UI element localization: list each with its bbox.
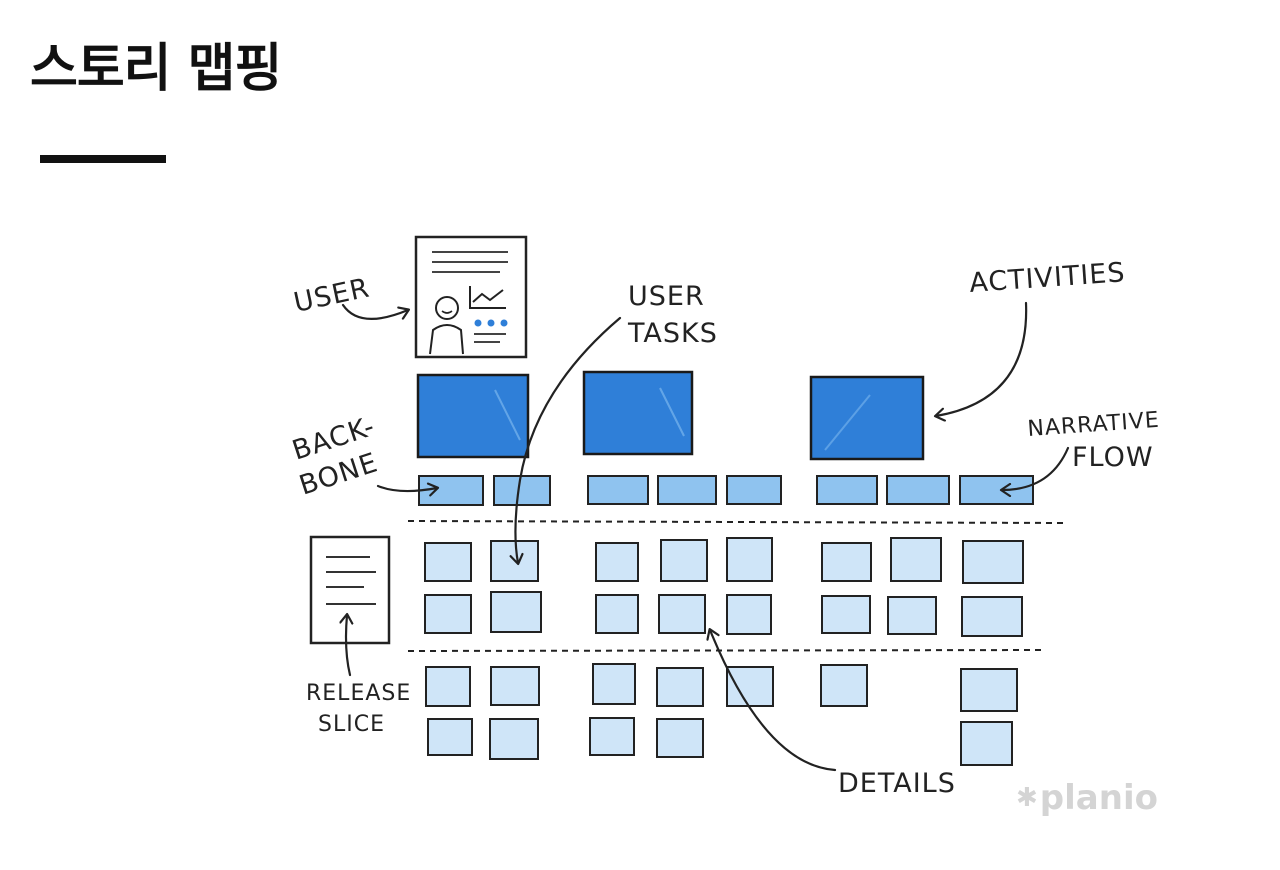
label-details: DETAILS [838,768,956,799]
label-user-tasks-1: USER [628,281,705,312]
detail-card [592,663,636,705]
activity-card [416,373,530,459]
detail-card [726,666,774,707]
task-card [886,475,950,505]
detail-card [890,537,942,582]
detail-card [962,540,1024,584]
task-card [726,475,782,505]
task-card [657,475,717,505]
planio-logo: ✱planio [1016,778,1158,818]
persona-card-icon [414,235,528,359]
narrative-arrow [1002,446,1070,490]
user-tasks-arrow [515,316,622,563]
task-card [587,475,649,505]
detail-card [960,721,1013,766]
label-narrative-2: FLOW [1072,442,1154,473]
detail-card [960,668,1018,712]
label-release-1: RELEASE [306,681,411,706]
detail-card [424,594,472,634]
details-arrow [710,630,837,772]
asterisk-icon: ✱ [1016,783,1038,813]
release-divider [407,520,1067,524]
detail-card [489,718,539,760]
task-card [816,475,878,505]
user-tasks-row [418,475,1034,506]
detail-card [490,591,542,633]
annotation-arrows [341,301,1070,772]
release-divider [407,649,1047,652]
detail-card [660,539,708,582]
detail-card [821,542,872,582]
detail-card [427,718,473,756]
label-user-tasks-2: TASKS [627,318,718,349]
backbone-arrow [376,486,437,491]
task-card [493,475,551,506]
detail-card [820,664,868,707]
detail-card [656,667,704,707]
detail-card [821,595,871,634]
detail-card [424,542,472,582]
detail-card [887,596,937,635]
user-arrow [341,303,408,320]
detail-card [425,666,471,707]
page-title: 스토리 맵핑 [30,39,282,99]
title-underline [40,155,166,163]
activities-row [416,370,925,461]
detail-card [726,594,772,635]
detail-card [726,537,773,582]
label-activities: ACTIVITIES [968,257,1126,299]
label-narrative-1: NARRATIVE [1027,408,1161,442]
logo-text: planio [1039,778,1158,818]
detail-card [658,594,706,634]
task-card [959,475,1034,505]
detail-card [589,717,635,756]
detail-card [490,540,539,582]
detail-card [656,718,704,758]
release-arrow [346,615,350,677]
details-grid [424,537,1024,766]
detail-card [595,542,639,582]
detail-card [961,596,1023,637]
label-user: USER [291,273,373,319]
activity-card [582,370,694,456]
detail-card [490,666,540,706]
label-release-2: SLICE [318,712,385,737]
document-icon [309,535,391,645]
detail-card [595,594,639,634]
activities-arrow [936,301,1028,416]
